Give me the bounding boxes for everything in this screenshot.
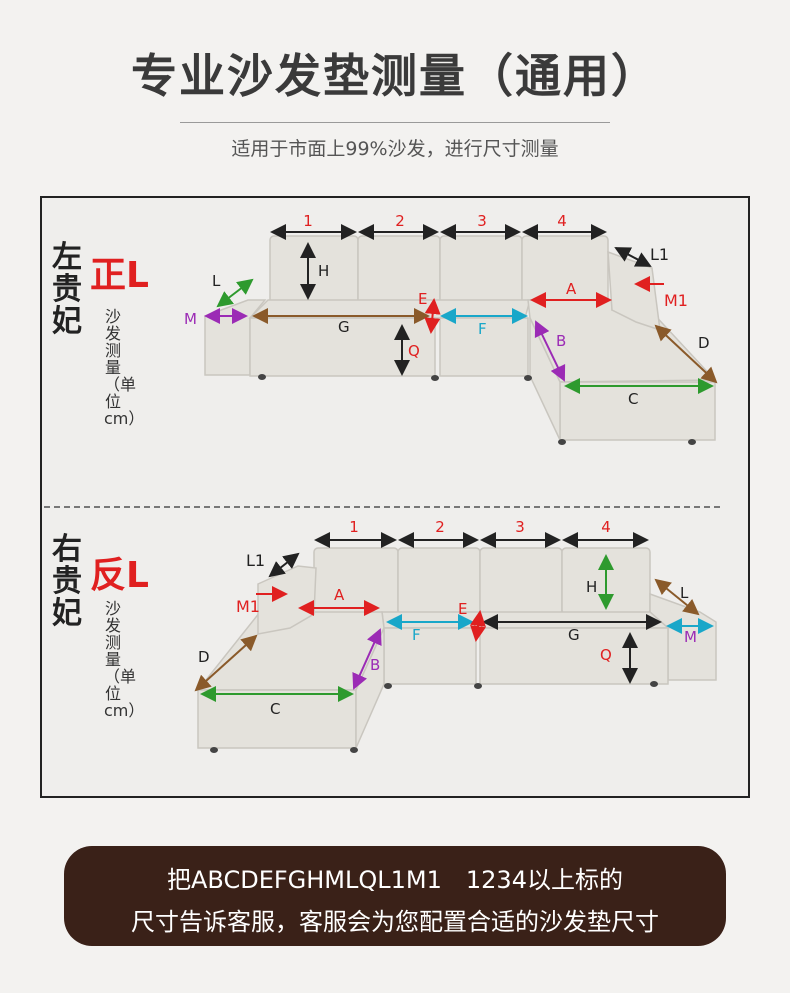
- label-E: E: [458, 600, 467, 618]
- dim-E: [470, 610, 486, 642]
- label-4: 4: [557, 212, 567, 230]
- section-2-orientation: 反L: [90, 555, 149, 596]
- label-2: 2: [395, 212, 405, 230]
- section-divider: [44, 506, 720, 508]
- label-H: H: [318, 262, 329, 280]
- dim-E: [424, 298, 441, 334]
- foot: [558, 439, 566, 445]
- label-1: 1: [303, 212, 313, 230]
- foot: [258, 374, 266, 380]
- label-C: C: [628, 390, 638, 408]
- label-L1: L1: [650, 245, 669, 264]
- section-1-label: 左贵妃: [52, 242, 84, 338]
- banner-line-2: 尺寸告诉客服，客服会为您配置合适的沙发垫尺寸: [131, 908, 659, 936]
- label-L: L: [680, 584, 689, 602]
- seat-top: [381, 611, 670, 629]
- section-2-name: 右贵妃: [52, 534, 84, 630]
- label-Q: Q: [408, 342, 420, 360]
- sofa-1-dimensions: [204, 224, 718, 394]
- label-B: B: [370, 656, 380, 674]
- foot: [350, 747, 358, 753]
- backrest-2: [397, 547, 481, 615]
- page-subtitle: 适用于市面上99%沙发，进行尺寸测量: [231, 138, 559, 160]
- dim-D: [194, 634, 258, 692]
- label-A: A: [566, 280, 577, 298]
- sofa-2-feet: [210, 681, 658, 753]
- label-A: A: [334, 586, 345, 604]
- label-M: M: [684, 628, 697, 646]
- label-4: 4: [601, 518, 611, 536]
- label-H: H: [586, 578, 597, 596]
- label-L: L: [212, 272, 221, 290]
- section-2-name-text: 右贵妃: [52, 532, 82, 631]
- label-C: C: [270, 700, 280, 718]
- foot: [210, 747, 218, 753]
- section-1-name: 左贵妃: [52, 242, 84, 338]
- backrest-3: [479, 547, 563, 615]
- seat-front-2: [439, 317, 529, 377]
- dim-D: [654, 324, 718, 384]
- label-3: 3: [477, 212, 487, 230]
- backrest-1: [313, 547, 399, 615]
- backrest-1: [269, 235, 359, 305]
- page-title: 专业沙发垫测量（通用）: [131, 49, 659, 103]
- sofa-1-feet: [258, 374, 696, 445]
- title-divider: [180, 122, 610, 123]
- label-3: 3: [515, 518, 525, 536]
- banner-line-1: 把ABCDEFGHMLQL1M1 1234以上标的: [167, 866, 623, 894]
- backrest-3: [439, 235, 523, 305]
- foot: [688, 439, 696, 445]
- label-M1: M1: [236, 597, 260, 616]
- sofa-2-dimensions: [194, 532, 714, 702]
- backrest-2: [357, 235, 441, 305]
- label-F: F: [478, 320, 487, 338]
- label-M: M: [184, 310, 197, 328]
- dim-L: [654, 578, 700, 616]
- foot: [524, 375, 532, 381]
- sofa-right-chaise: [196, 547, 717, 749]
- section-1-name-text: 左贵妃: [52, 240, 82, 339]
- dim-L: [216, 278, 254, 308]
- label-D: D: [698, 334, 710, 352]
- chaise-front: [197, 689, 357, 749]
- seat-front-1: [383, 627, 477, 685]
- label-G: G: [338, 318, 350, 336]
- sofa-2-labels: 1 2 3 4 H L M G Q F E A B C D L1 M1: [198, 518, 697, 718]
- label-L1: L1: [246, 551, 265, 570]
- dim-B: [534, 320, 566, 382]
- dim-L1: [268, 552, 300, 578]
- label-E: E: [418, 290, 427, 308]
- label-1: 1: [349, 518, 359, 536]
- label-B: B: [556, 332, 566, 350]
- foot: [650, 681, 658, 687]
- instruction-banner: 把ABCDEFGHMLQL1M1 1234以上标的 尺寸告诉客服，客服会为您配置…: [64, 846, 726, 946]
- label-D: D: [198, 648, 210, 666]
- foot: [431, 375, 439, 381]
- backrest-4: [521, 235, 609, 305]
- label-G: G: [568, 626, 580, 644]
- sofa-left-chaise: [204, 235, 717, 441]
- dim-B: [352, 628, 382, 690]
- label-F: F: [412, 626, 421, 644]
- section-1-orientation: 正L: [90, 255, 149, 296]
- sofa-1-labels: 1 2 3 4 H L M G Q F E A B C D L1 M1: [184, 212, 710, 408]
- label-Q: Q: [600, 646, 612, 664]
- foot: [474, 683, 482, 689]
- label-2: 2: [435, 518, 445, 536]
- label-M1: M1: [664, 291, 688, 310]
- section-2-label: 右贵妃: [52, 534, 84, 630]
- foot: [384, 683, 392, 689]
- dim-L1: [614, 247, 652, 267]
